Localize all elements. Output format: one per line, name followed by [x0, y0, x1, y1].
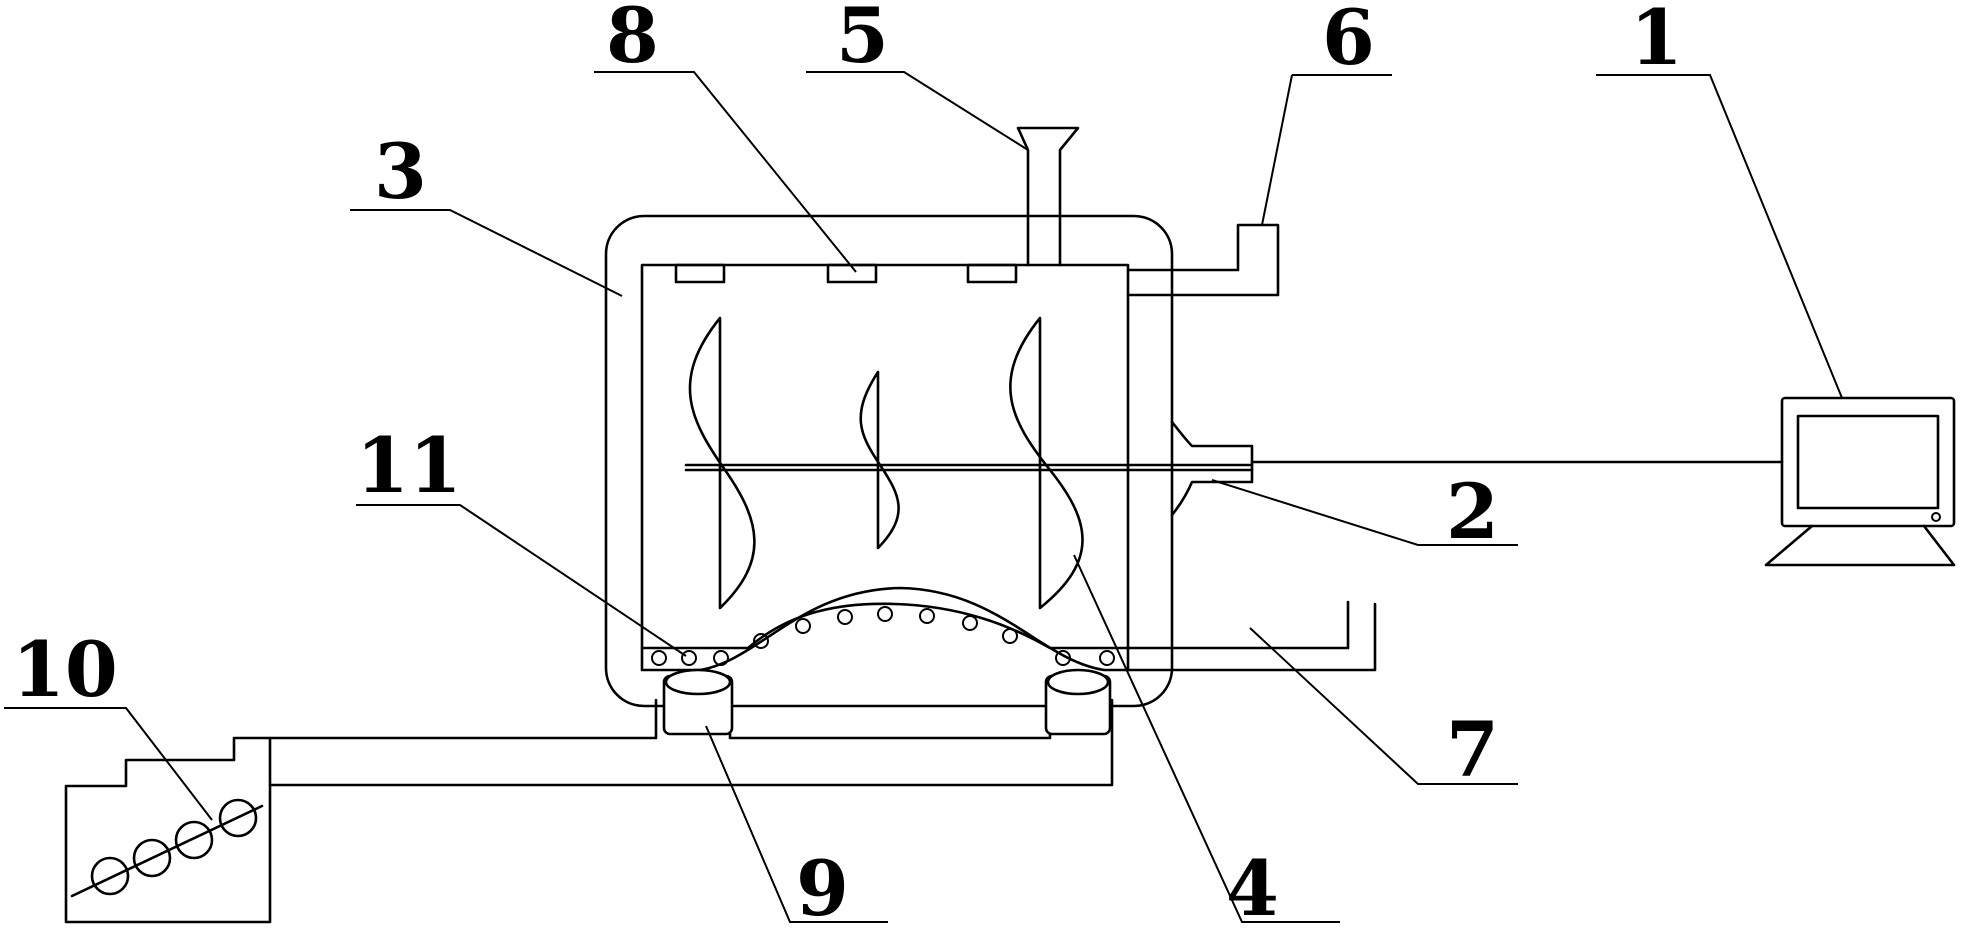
gear-shaft — [72, 806, 262, 896]
leader-1 — [1596, 75, 1842, 398]
channel-nozzle — [714, 651, 728, 665]
top-nozzle-left — [676, 265, 724, 282]
label-6: 6 — [1322, 0, 1375, 82]
channel-nozzles — [652, 607, 1114, 665]
agitator-blade-left — [690, 318, 754, 608]
supply-unit — [66, 738, 270, 922]
channel-nozzle — [878, 607, 892, 621]
drive-housing — [1172, 422, 1252, 515]
leader-10 — [4, 708, 212, 820]
support-left — [664, 670, 732, 734]
vent-pipe — [1128, 225, 1278, 295]
channel-nozzle — [754, 634, 768, 648]
channel-nozzle — [838, 610, 852, 624]
label-4: 4 — [1226, 844, 1279, 930]
gear — [220, 800, 256, 836]
label-7: 7 — [1446, 705, 1499, 794]
leader-5 — [806, 72, 1028, 150]
leader-8 — [594, 72, 856, 272]
supply-pipe-upper — [270, 700, 656, 738]
channel-nozzle — [920, 609, 934, 623]
agitator-blade-middle — [861, 372, 899, 548]
top-nozzle-middle — [828, 265, 876, 282]
feed-hopper — [1018, 128, 1078, 265]
agitator-blade-right — [1010, 318, 1082, 608]
label-8: 8 — [606, 0, 659, 80]
channel-nozzle — [652, 651, 666, 665]
label-5: 5 — [836, 0, 889, 80]
channel-nozzle — [796, 619, 810, 633]
supply-gears — [72, 800, 262, 896]
outer-jacket — [606, 216, 1172, 706]
channel-nozzle — [682, 651, 696, 665]
inner-vessel — [642, 265, 1128, 670]
leader-9 — [706, 726, 888, 922]
label-9: 9 — [796, 844, 849, 930]
gear — [134, 840, 170, 876]
leader-lines — [4, 72, 1842, 922]
leader-3 — [350, 210, 622, 296]
supply-pipe-lower — [270, 700, 1112, 785]
channel-nozzle — [1100, 651, 1114, 665]
leader-6 — [1262, 75, 1392, 225]
label-2: 2 — [1446, 467, 1499, 556]
channel-nozzle — [1003, 629, 1017, 643]
channel-nozzle — [1056, 651, 1070, 665]
label-3: 3 — [374, 127, 427, 216]
channel-nozzle — [963, 616, 977, 630]
computer-monitor — [1766, 398, 1954, 565]
leader-2 — [1212, 480, 1518, 545]
label-11: 11 — [356, 421, 462, 510]
bottom-channel — [642, 604, 1128, 648]
leader-7 — [1250, 628, 1518, 784]
label-1: 1 — [1630, 0, 1683, 82]
gear — [176, 822, 212, 858]
leader-11 — [356, 505, 686, 656]
discharge-pipe — [1128, 602, 1375, 670]
top-nozzle-right — [968, 265, 1016, 282]
support-right — [1046, 670, 1110, 734]
leader-4 — [1074, 555, 1340, 922]
label-10: 10 — [12, 625, 118, 714]
gear — [92, 858, 128, 894]
